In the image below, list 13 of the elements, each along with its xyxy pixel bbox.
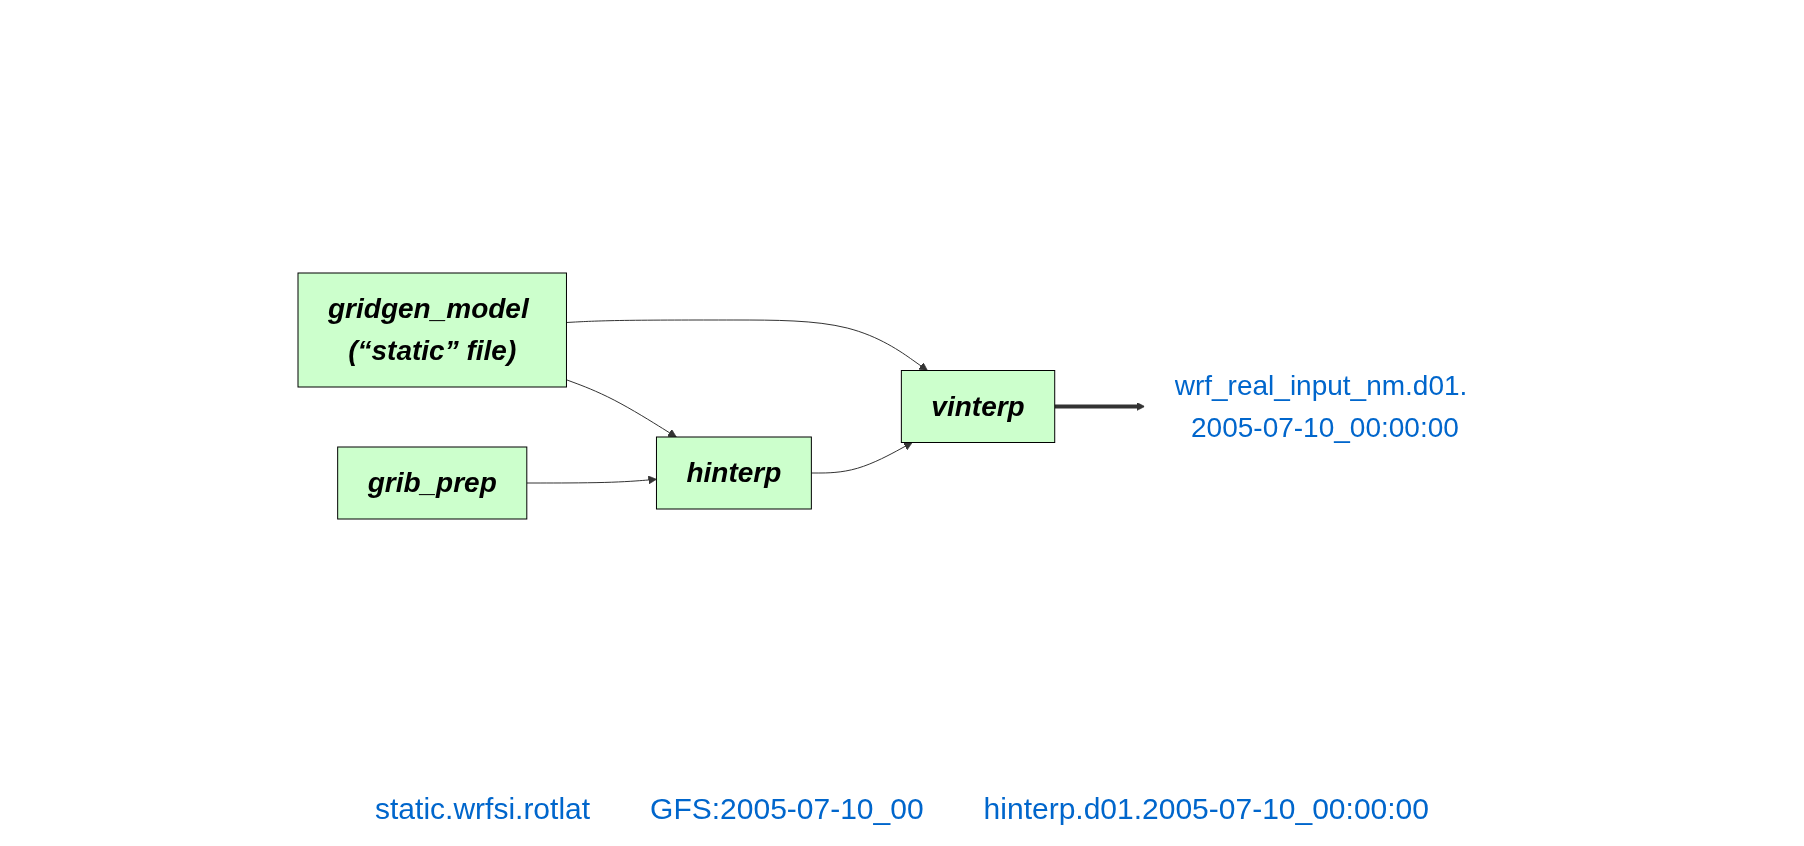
arrow (566, 319, 929, 371)
arrow (811, 442, 913, 474)
file-name-label: static.wrfsi.rotlat (375, 792, 591, 826)
node-box: grib_prep (337, 446, 528, 520)
node-box: gridgen_model (“static” file) (297, 272, 568, 388)
arrow (566, 379, 678, 438)
node-box: vinterp (901, 370, 1056, 443)
file-name-label: GFS:2005-07-10_00 (650, 792, 924, 826)
node-text: wrf_real_input_nm.d01. 2005-07-10_00:00:00 (1175, 369, 1468, 443)
arrow (526, 475, 658, 485)
file-name-label: hinterp.d01.2005-07-10_00:00:00 (983, 792, 1429, 826)
arrow (1055, 402, 1146, 411)
node-box: hinterp (656, 436, 813, 510)
